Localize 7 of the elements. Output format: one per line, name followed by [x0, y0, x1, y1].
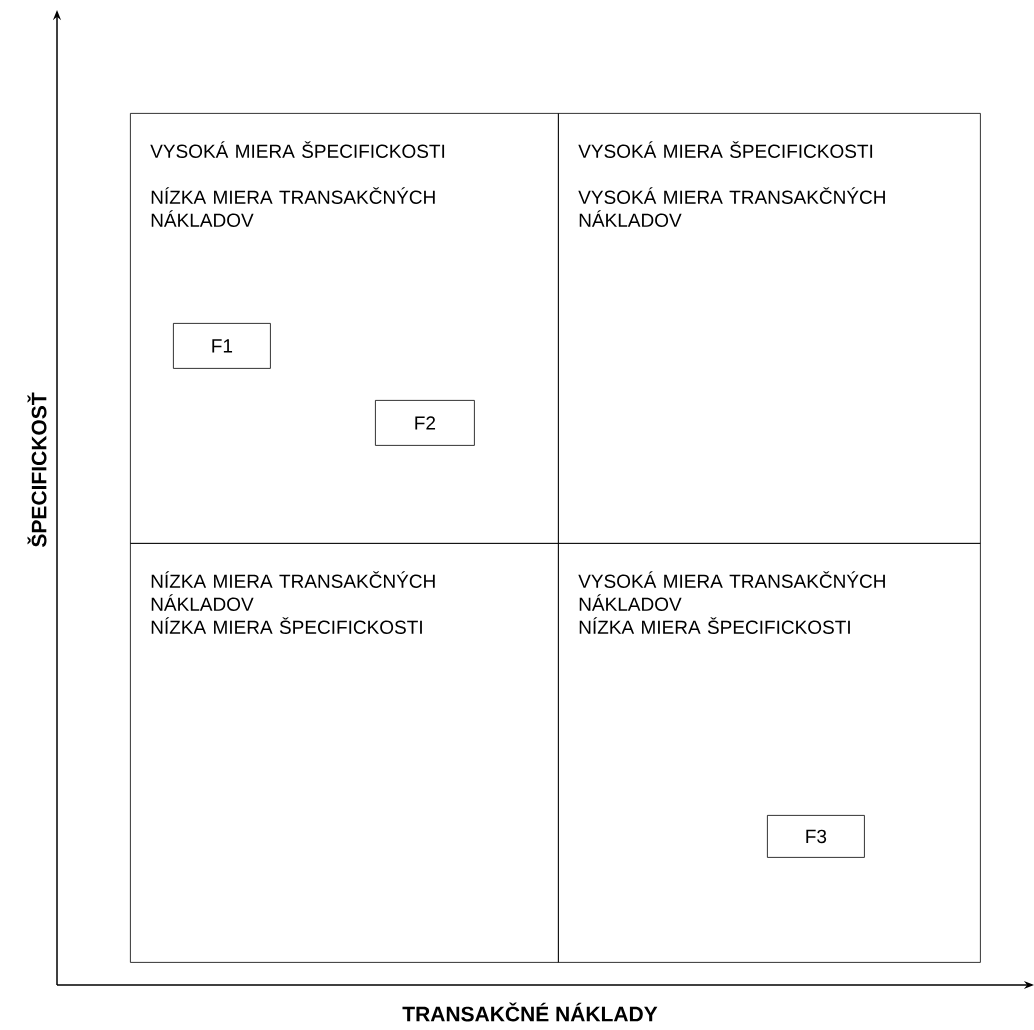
axis-label: ŠPECIFICKOSŤ: [27, 392, 47, 547]
factor-box: F1: [173, 323, 271, 369]
quadrant-box: VYSOKÁ MIERA ŠPECIFICKOSTI VYSOKÁ MIERA TRANSAKČNÝCH NÁKLADOV: [558, 113, 981, 544]
quadrant-box: NÍZKA MIERA TRANSAKČNÝCH NÁKLADOV NÍZKA MIERA ŠPECIFICKOSTI: [130, 543, 559, 963]
axis-label: TRANSAKČNÉ NÁKLADY: [402, 1002, 658, 1022]
factor-box: F2: [375, 400, 475, 446]
factor-box: F3: [767, 815, 865, 858]
